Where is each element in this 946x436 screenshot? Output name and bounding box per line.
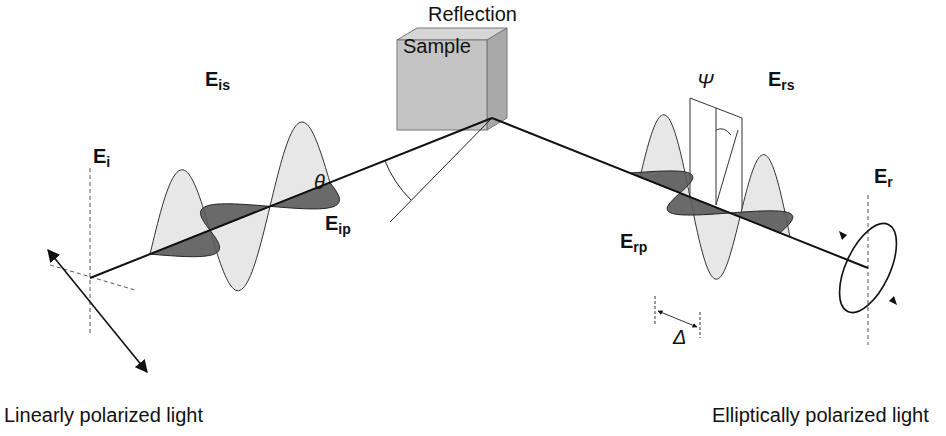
sample-cube	[397, 28, 507, 130]
caption-label: Linearly polarized light	[4, 404, 203, 426]
p-wave	[150, 182, 340, 256]
angle-arc	[385, 161, 411, 200]
ellipse-arrow	[889, 296, 897, 305]
field-label: Ei	[93, 145, 110, 170]
s-wave	[640, 115, 790, 280]
field-label: Erp	[620, 230, 647, 255]
field-label: Eis	[205, 68, 230, 93]
incident-beam	[90, 118, 492, 278]
p-wave	[630, 171, 793, 233]
sample-box: Sample	[399, 31, 485, 128]
node-label: Sample	[403, 35, 481, 57]
field-label: Eip	[325, 212, 351, 237]
normal-line	[390, 118, 492, 222]
caption-label: Elliptically polarized light	[712, 404, 929, 426]
linear-polarization-arrow	[48, 250, 147, 372]
angle-label: Ψ	[697, 70, 714, 92]
angle-label: θ	[314, 171, 325, 193]
field-label: Er	[874, 165, 893, 190]
phase-label: Δ	[673, 326, 686, 348]
vertical-reference	[90, 168, 91, 335]
vertical-reference	[868, 195, 869, 345]
heading-label: Reflection	[428, 3, 517, 25]
ellipse-arrow	[839, 231, 847, 240]
field-label: Ers	[768, 68, 795, 93]
reflected-beam	[492, 118, 868, 268]
